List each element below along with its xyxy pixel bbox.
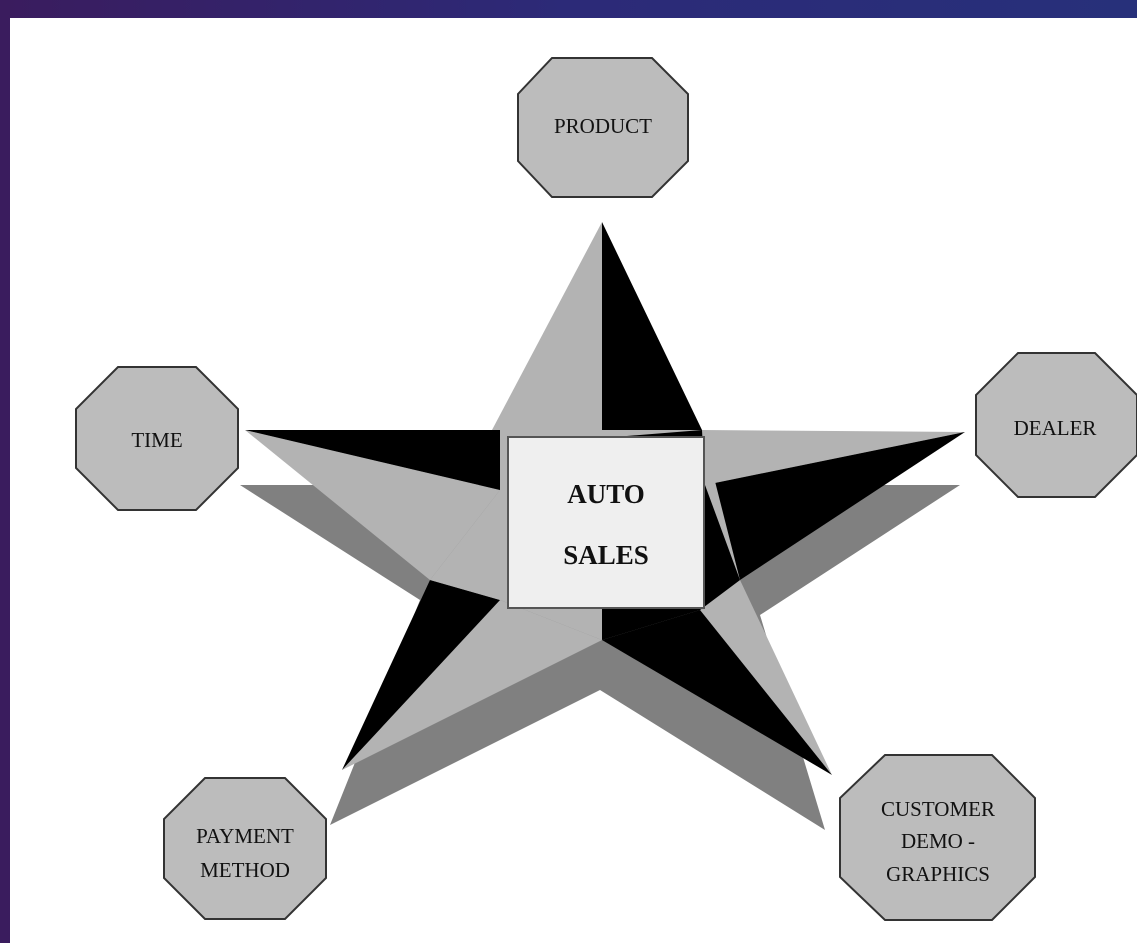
- payment-method-label-line2: METHOD: [200, 858, 290, 882]
- product-dimension-label: PRODUCT: [554, 114, 652, 138]
- customer-demographics-label-line2: DEMO -: [901, 829, 975, 853]
- fact-table-label-line2: SALES: [563, 540, 649, 570]
- fact-table-box: [507, 436, 705, 609]
- time-dimension-label: TIME: [131, 428, 182, 452]
- payment-method-dimension-octagon: [163, 777, 327, 920]
- customer-demographics-label-line1: CUSTOMER: [881, 797, 995, 821]
- dealer-dimension-label: DEALER: [1014, 416, 1097, 440]
- dealer-dimension-octagon: [975, 352, 1137, 498]
- fact-table-label-line1: AUTO: [567, 479, 645, 509]
- customer-demographics-dimension-octagon: [839, 754, 1036, 921]
- payment-method-label-line1: PAYMENT: [196, 824, 294, 848]
- customer-demographics-label-line3: GRAPHICS: [886, 862, 990, 886]
- product-dimension-octagon: [517, 57, 689, 198]
- time-dimension-octagon: [75, 366, 239, 511]
